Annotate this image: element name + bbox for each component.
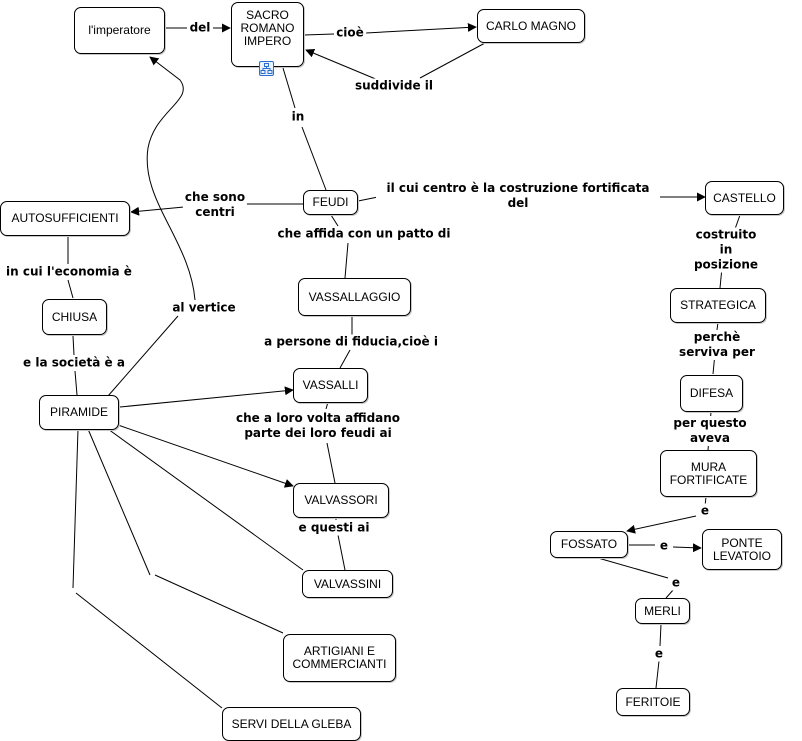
- concept-strategica[interactable]: STRATEGICA: [670, 288, 766, 323]
- concept-imperatore[interactable]: l'imperatore: [74, 7, 165, 54]
- link-label-perche-serviva-per: perchè serviva per: [674, 330, 760, 360]
- link-equesti-valvassini: [337, 534, 346, 571]
- link-e1-fossato: [626, 515, 697, 534]
- link-apersone-vassalli: [339, 349, 351, 369]
- link-label-il-cui-centro: il cui centro è la costruzione fortifica…: [376, 181, 660, 211]
- link-label-e-mura-fossato: e: [698, 503, 712, 519]
- link-label-suddivide-il: suddivide il: [352, 78, 436, 94]
- link-suddivide-impero: [305, 48, 379, 81]
- concept-valvassini[interactable]: VALVASSINI: [302, 570, 393, 598]
- concept-valvassori[interactable]: VALVASSORI: [293, 483, 389, 518]
- link-label-e-questi-ai: e questi ai: [296, 520, 372, 536]
- link-feudi-cheaffida: [330, 214, 339, 227]
- link-impero-cioe: [303, 33, 335, 36]
- link-label-che-affida: che affida con un patto di: [275, 226, 453, 242]
- link-piramide-valvassini: [107, 428, 304, 571]
- concept-sacro-romano-impero[interactable]: SACRO ROMANO IMPERO: [231, 2, 304, 67]
- concept-feritoie[interactable]: FERITOIE: [616, 688, 690, 716]
- concept-feudi[interactable]: FEUDI: [303, 190, 358, 215]
- link-piramide-artigiani: [87, 428, 151, 576]
- link-piramide-alvertice: [107, 315, 179, 397]
- link-piramide-servi: [72, 428, 79, 589]
- link-label-in-cui-economia: in cui l'economia è: [4, 264, 134, 280]
- concept-merli[interactable]: MERLI: [635, 598, 690, 624]
- link-incui-chiusa: [67, 279, 74, 299]
- link-label-e-fossato-ponte: e: [657, 538, 671, 554]
- link-label-al-vertice: al vertice: [170, 300, 238, 316]
- link-elasocieta-piramide: [74, 370, 78, 396]
- link-in-feudi: [301, 126, 327, 191]
- concept-vassalli[interactable]: VASSALLI: [293, 368, 368, 403]
- concept-artigiani-commercianti[interactable]: ARTIGIANI E COMMERCIANTI: [283, 634, 396, 682]
- link-cioe-carlo: [365, 22, 477, 34]
- concept-carlo-magno[interactable]: CARLO MAGNO: [477, 9, 585, 43]
- link-piramide-vassalli: [119, 386, 294, 408]
- link-carlo-suddivide: [419, 42, 486, 79]
- link-e3-merli: [665, 588, 675, 599]
- link-cheaffida-vassallaggio: [344, 242, 349, 279]
- link-artigiani-seg2: [154, 574, 284, 634]
- link-label-e-merli-feritoie: e: [652, 646, 666, 662]
- link-servi-seg2: [75, 592, 223, 709]
- link-merli-e4: [659, 623, 662, 647]
- link-label-a-persone-di-fiducia: a persone di fiducia,cioè i: [262, 334, 440, 350]
- link-label-del: del: [187, 20, 213, 36]
- link-label-che-a-loro-volta: che a loro volta affidano parte dei loro…: [233, 411, 403, 441]
- link-impero-in: [282, 67, 296, 109]
- link-e2-ponte: [672, 543, 702, 553]
- concept-autosufficienti[interactable]: AUTOSUFFICIENTI: [0, 201, 130, 236]
- link-feudi-ilcui: [357, 196, 379, 202]
- concept-vassallaggio[interactable]: VASSALLAGGIO: [298, 278, 411, 316]
- concept-piramide[interactable]: PIRAMIDE: [39, 395, 119, 430]
- link-label-che-sono-centri: che sono centri: [182, 190, 248, 220]
- link-chiusa-elasocieta: [72, 335, 75, 356]
- concept-castello[interactable]: CASTELLO: [705, 181, 784, 215]
- concept-difesa[interactable]: DIFESA: [680, 375, 743, 412]
- link-label-in: in: [289, 109, 307, 125]
- link-fossato-e3: [597, 557, 669, 579]
- concept-mura-fortificate[interactable]: MURA FORTIFICATE: [660, 450, 757, 497]
- link-e4-feritoie: [655, 660, 660, 689]
- link-piramide-valvassori: [117, 424, 294, 488]
- link-label-cioe: cioè: [334, 25, 366, 41]
- link-alvertice-imperatore: [146, 56, 196, 301]
- link-vassalli-cheloro: [325, 401, 329, 410]
- concept-chiusa[interactable]: CHIUSA: [42, 299, 107, 335]
- concept-servi-della-gleba[interactable]: SERVI DELLA GLEBA: [222, 707, 361, 741]
- link-label-e-fossato-merli: e: [669, 575, 683, 591]
- link-label-per-questo-aveva: per questo aveva: [664, 416, 756, 446]
- hierarchy-icon[interactable]: [259, 61, 274, 76]
- link-label-e-la-societa: e la società è a: [21, 355, 127, 371]
- link-cheloro-valvassori: [326, 442, 336, 484]
- link-chesono-autosuff: [130, 206, 185, 216]
- link-label-costruito-in-posizione: costruito in posizione: [688, 227, 764, 273]
- concept-fossato[interactable]: FOSSATO: [550, 531, 628, 558]
- concept-ponte-levatoio[interactable]: PONTE LEVATOIO: [702, 529, 782, 570]
